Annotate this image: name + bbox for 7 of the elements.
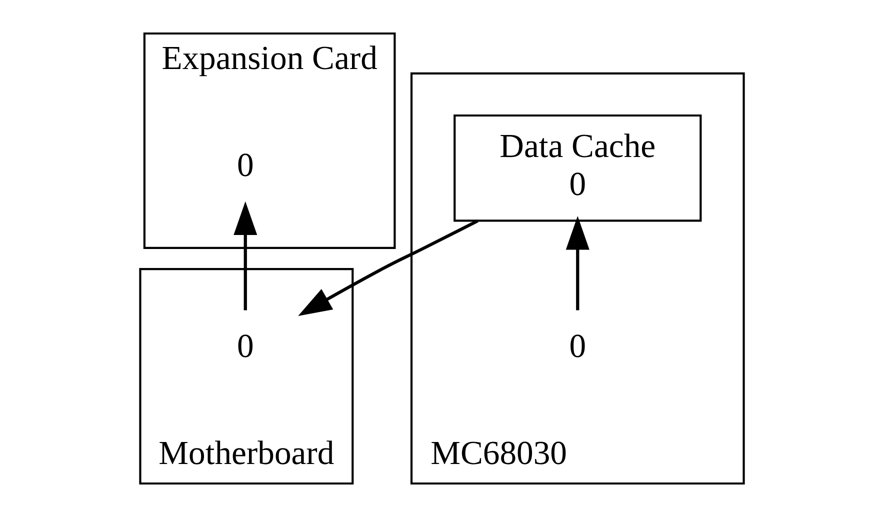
node-text: 0 bbox=[569, 328, 586, 365]
arrow bbox=[298, 220, 478, 316]
arrow bbox=[234, 201, 258, 310]
node-text: 0 bbox=[236, 328, 254, 365]
arrow bbox=[566, 216, 590, 310]
node-box: Data Cache 0 bbox=[454, 114, 702, 222]
node-text: 0 bbox=[236, 147, 254, 184]
